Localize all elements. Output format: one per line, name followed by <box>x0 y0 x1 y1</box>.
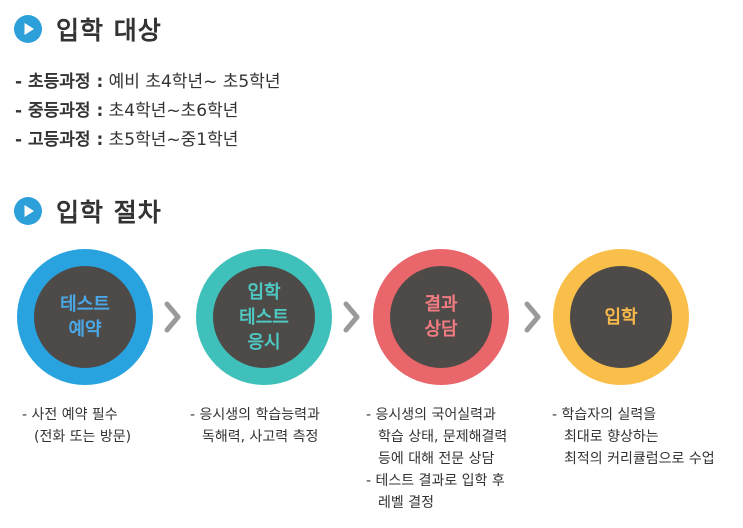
desc-item: - 테스트 결과로 입학 후 레벨 결정 <box>366 470 507 514</box>
desc-line: - 응시생의 국어실력과 <box>366 407 496 423</box>
desc-line: 독해력, 사고력 측정 <box>202 429 319 445</box>
course-range: 초4학년~초6학년 <box>108 101 239 121</box>
play-circle-icon <box>14 197 42 225</box>
eligibility-section-title: 입학 대상 <box>14 11 162 47</box>
desc-line: 등에 대해 전문 상담 <box>378 451 495 467</box>
chevron-right-icon <box>164 301 181 333</box>
step-label: 결과 상담 <box>424 294 458 340</box>
step-label: 테스트 예약 <box>60 294 110 340</box>
course-range: 초5학년~중1학년 <box>108 130 239 150</box>
desc-line: 레벨 결정 <box>378 495 434 511</box>
desc-line: 학습 상태, 문제해결력 <box>378 429 508 445</box>
desc-item: - 학습자의 실력을 최대로 향상하는 최적의 커리큘럼으로 수업 <box>552 404 715 470</box>
step-description-result-consult: - 응시생의 국어실력과 학습 상태, 문제해결력 등에 대해 전문 상담 - … <box>366 404 507 514</box>
desc-line: - 응시생의 학습능력과 <box>190 407 320 423</box>
step-label: 입학 테스트 응시 <box>239 281 289 353</box>
eligibility-title: 입학 대상 <box>56 16 162 45</box>
course-range: 예비 초4학년~ 초5학년 <box>108 72 281 92</box>
step-circle-admission: 입학 <box>553 249 689 385</box>
desc-line: - 사전 예약 필수 <box>22 407 118 423</box>
step-circle-test-reservation: 테스트 예약 <box>17 249 153 385</box>
step-circle-entrance-test: 입학 테스트 응시 <box>196 249 332 385</box>
step-description-entrance-test: - 응시생의 학습능력과 독해력, 사고력 측정 <box>190 404 320 448</box>
procedure-section-title: 입학 절차 <box>14 193 162 229</box>
desc-item: - 응시생의 학습능력과 독해력, 사고력 측정 <box>190 404 320 448</box>
course-name: - 고등과정 : <box>15 130 104 150</box>
eligibility-item-middle: - 중등과정 : 초4학년~초6학년 <box>15 96 238 121</box>
desc-line: 최대로 향상하는 <box>564 429 659 445</box>
desc-item: - 사전 예약 필수 (전화 또는 방문) <box>22 404 131 448</box>
course-name: - 중등과정 : <box>15 101 104 121</box>
step-circle-result-consult: 결과 상담 <box>373 249 509 385</box>
chevron-right-icon <box>343 301 360 333</box>
eligibility-item-high: - 고등과정 : 초5학년~중1학년 <box>15 125 238 150</box>
desc-line: 최적의 커리큘럼으로 수업 <box>564 451 715 467</box>
course-name: - 초등과정 : <box>15 72 104 92</box>
desc-item: - 응시생의 국어실력과 학습 상태, 문제해결력 등에 대해 전문 상담 <box>366 404 507 470</box>
step-description-test-reservation: - 사전 예약 필수 (전화 또는 방문) <box>22 404 131 448</box>
desc-line: (전화 또는 방문) <box>34 429 132 445</box>
procedure-title: 입학 절차 <box>56 198 162 227</box>
desc-line: - 테스트 결과로 입학 후 <box>366 473 505 489</box>
chevron-right-icon <box>524 301 541 333</box>
desc-line: - 학습자의 실력을 <box>552 407 657 423</box>
eligibility-item-elementary: - 초등과정 : 예비 초4학년~ 초5학년 <box>15 67 280 92</box>
step-label: 입학 <box>604 306 638 328</box>
play-circle-icon <box>14 15 42 43</box>
step-description-admission: - 학습자의 실력을 최대로 향상하는 최적의 커리큘럼으로 수업 <box>552 404 715 470</box>
